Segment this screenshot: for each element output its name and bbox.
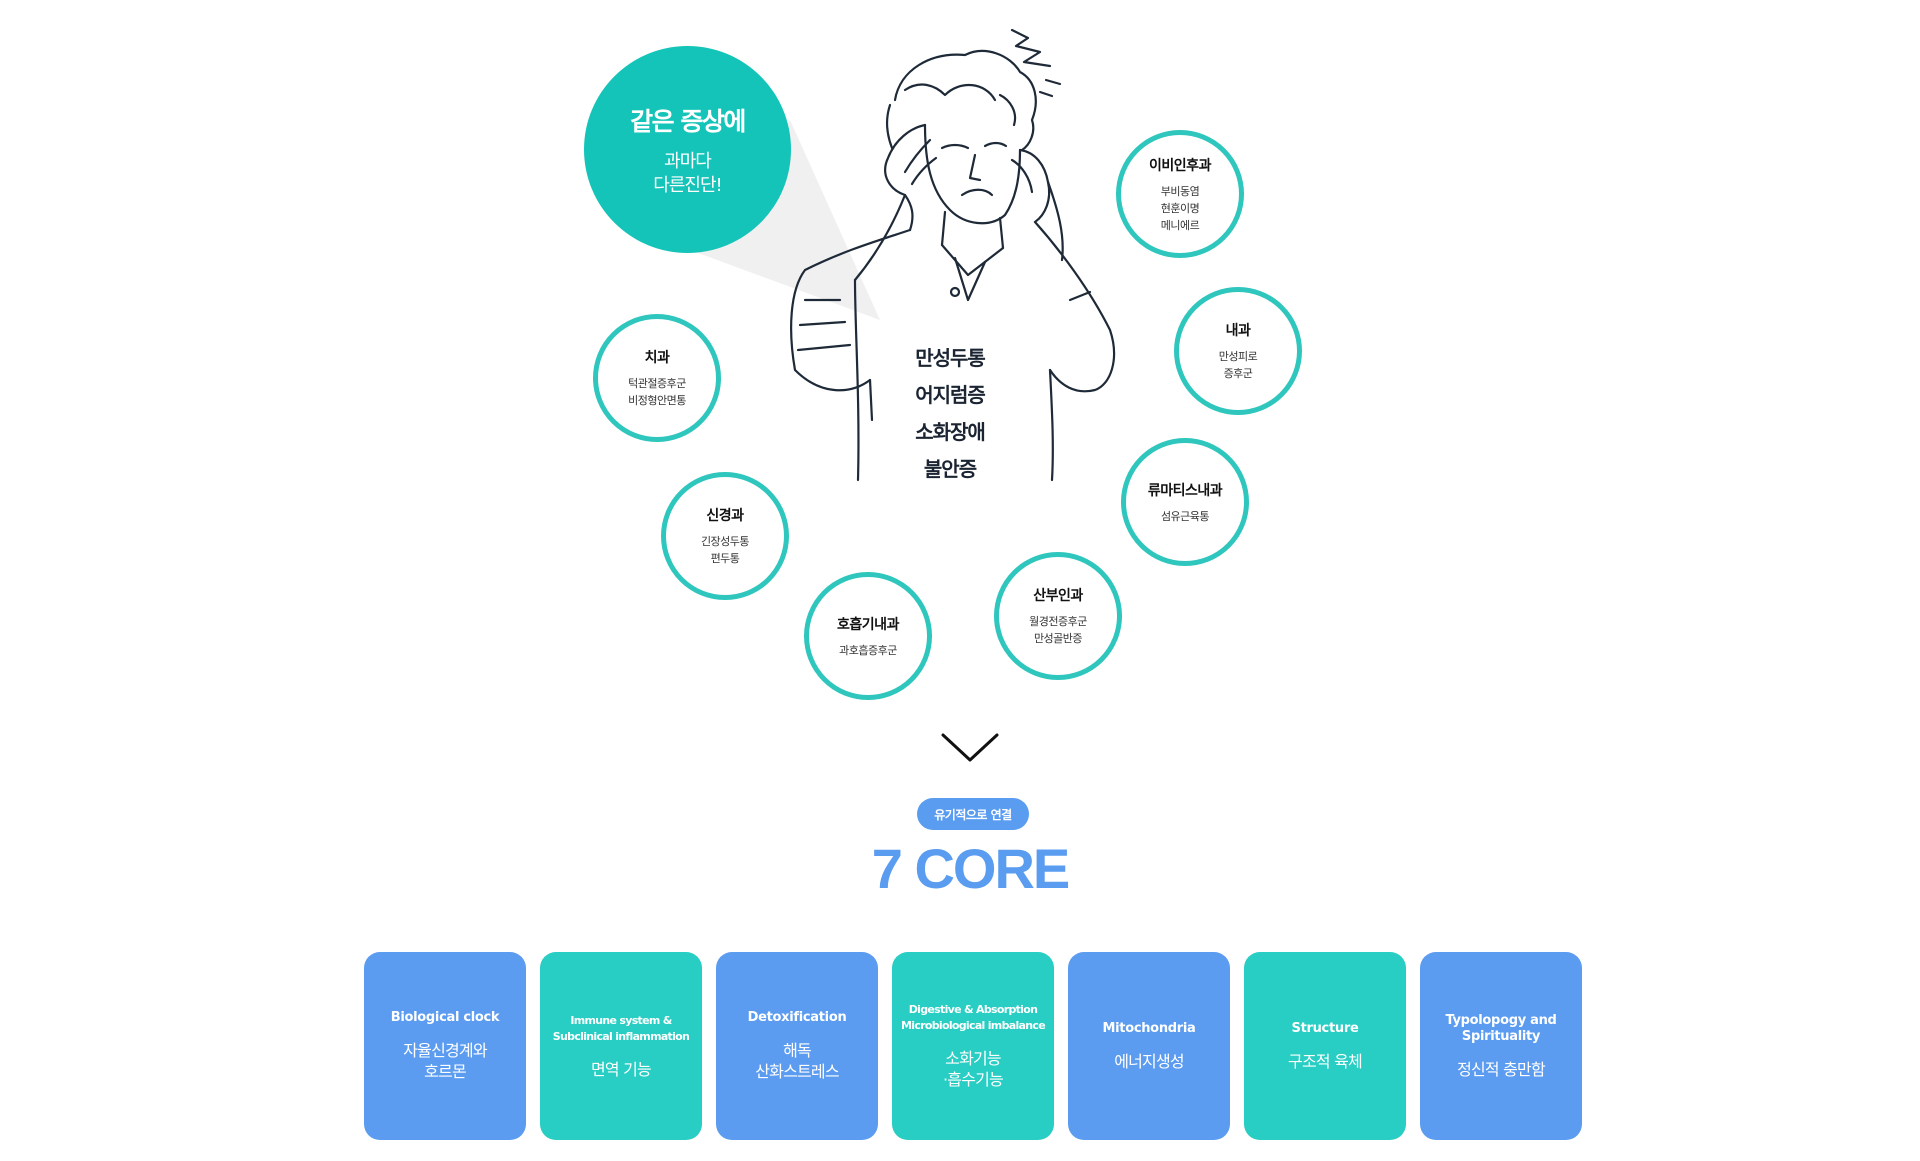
core-card-ko: 구조적 육체 (1288, 1051, 1363, 1071)
dept-symptom: 메니에르 (1160, 218, 1200, 232)
dept-symptom: 턱관절증후군 (628, 377, 686, 390)
dept-name: 호흡기내과 (837, 616, 899, 633)
right-arm (1033, 220, 1115, 393)
dept-symptom: 섬유근육통 (1160, 509, 1210, 523)
core-card-ko: 정신적 충만함 (1457, 1059, 1546, 1079)
dept-circle-obgyn: 산부인과 월경전증후군 만성골반증 (994, 552, 1122, 680)
pain-spark-icon (1010, 28, 1052, 68)
core-card-en: Typolopogy and Spirituality (1445, 1012, 1557, 1044)
core-title: 7 CORE (871, 837, 1071, 900)
face (923, 123, 1022, 225)
core-card-en: Biological clock (390, 1010, 500, 1025)
bubble-line-1: 과마다 (664, 150, 712, 172)
dept-circle-neurology: 신경과 긴장성두통 편두통 (661, 472, 789, 600)
symptom-item: 불안증 (923, 457, 977, 481)
core-card-en: Immune system & Subclinical inflammation (552, 1013, 690, 1043)
bubble-line-2: 다른진단! (653, 174, 722, 196)
core-card-en: Digestive & Absorption Microbiological i… (901, 1003, 1046, 1032)
dept-name: 신경과 (706, 508, 744, 524)
dept-symptom: 과호흡증후군 (839, 643, 897, 657)
core-card-ko: 면역 기능 (591, 1059, 652, 1079)
dept-name: 류마티스내과 (1147, 482, 1223, 499)
core-card-detox[interactable]: Detoxification 해독 산화스트레스 (716, 952, 878, 1140)
torso (853, 278, 860, 482)
speech-cone (690, 120, 880, 320)
core-card-ko: ·흡수기능 (943, 1070, 1004, 1089)
core-card-ko: 소화기능 (945, 1049, 1001, 1068)
core-card-mitochondria[interactable]: Mitochondria 에너지생성 (1068, 952, 1230, 1140)
dept-circle-ent: 이비인후과 부비동염 현훈이명 메니에르 (1116, 130, 1244, 258)
symptom-item: 소화장애 (915, 420, 986, 444)
dept-name: 치과 (644, 350, 670, 366)
left-hand (884, 123, 927, 232)
core-card-en: Mitochondria (1102, 1020, 1196, 1036)
dept-symptom: 현훈이명 (1160, 201, 1200, 215)
bubble-title: 같은 증상에 (630, 106, 746, 136)
right-hand (1018, 148, 1051, 224)
dept-circle-rheumatology: 류마티스내과 섬유근육통 (1121, 438, 1249, 566)
symptom-item: 어지럼증 (915, 383, 986, 407)
dept-name: 산부인과 (1033, 588, 1083, 604)
dept-symptom: 비정형안면통 (628, 394, 686, 407)
core-card-ko: 해독 (783, 1041, 812, 1060)
core-card-structure[interactable]: Structure 구조적 육체 (1244, 952, 1406, 1140)
core-card-ko: 자율신경계와 (403, 1041, 487, 1060)
core-card-immune[interactable]: Immune system & Subclinical inflammation… (540, 952, 702, 1140)
left-arm (790, 228, 912, 392)
dept-symptom: 만성피로 (1218, 350, 1258, 363)
core-card-biological-clock[interactable]: Biological clock 자율신경계와 호르몬 (364, 952, 526, 1140)
dept-symptom: 월경전증후군 (1029, 615, 1087, 628)
chevron-down-icon (941, 733, 999, 762)
dept-name: 이비인후과 (1149, 157, 1211, 174)
dept-symptom: 부비동염 (1160, 184, 1200, 198)
diagnosis-bubble: 같은 증상에 과마다 다른진단! (584, 46, 791, 253)
symptom-item: 만성두통 (915, 346, 986, 370)
dept-symptom: 증후군 (1223, 367, 1253, 380)
core-card-en: Detoxification (747, 1010, 847, 1025)
core-card-spirituality[interactable]: Typolopogy and Spirituality 정신적 충만함 (1420, 952, 1582, 1140)
hair (893, 50, 1037, 152)
core-card-ko: 호르몬 (424, 1062, 467, 1081)
core-card-digestive[interactable]: Digestive & Absorption Microbiological i… (892, 952, 1054, 1140)
organic-connection-badge: 유기적으로 연결 (917, 798, 1029, 830)
dept-symptom: 긴장성두통 (700, 535, 750, 548)
collar (940, 243, 1005, 277)
dept-circle-internal: 내과 만성피로 증후군 (1174, 287, 1302, 415)
dept-circle-dental: 치과 턱관절증후군 비정형안면통 (593, 314, 721, 442)
dept-name: 내과 (1225, 323, 1251, 339)
dept-symptom: 만성골반증 (1033, 632, 1083, 645)
core-card-ko: 에너지생성 (1114, 1051, 1184, 1071)
core-card-ko: 산화스트레스 (755, 1062, 839, 1081)
core-card-en: Structure (1291, 1020, 1359, 1036)
dept-circle-respiratory: 호흡기내과 과호흡증후군 (804, 572, 932, 700)
center-symptoms: 만성두통 어지럼증 소화장애 불안증 (890, 340, 1010, 488)
dept-symptom: 편두통 (710, 552, 740, 565)
